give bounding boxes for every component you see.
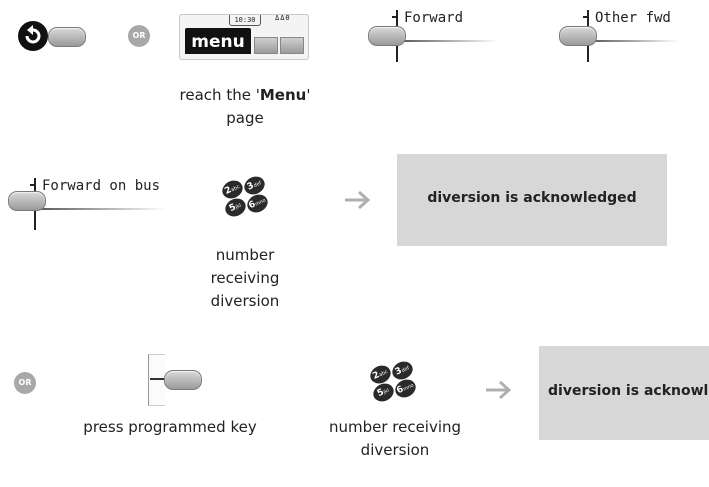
dialpad-key: 6mno [244, 191, 271, 216]
softkey-other-fwd-label: Other fwd [595, 10, 671, 26]
other-fwd-key[interactable] [559, 26, 597, 46]
dialpad-key: 5jkl [370, 380, 397, 405]
menu-caption: reach the 'Menu' page [179, 86, 311, 127]
programmed-key[interactable] [148, 354, 206, 406]
programmed-key-caption: press programmed key [83, 418, 257, 436]
back-button[interactable] [18, 21, 48, 51]
screen-status-icons: ΔΔΘ [275, 14, 291, 22]
menu-tab[interactable]: menu [185, 28, 251, 54]
dialpad-key: 2abc [219, 177, 246, 202]
programmed-key-button[interactable] [164, 370, 202, 390]
forward-key[interactable] [368, 26, 406, 46]
or-badge: OR [128, 25, 150, 47]
dialpad-icon[interactable]: 2abc 3def 5jkl 6mno [367, 358, 419, 408]
softkey-forward-on-bus-label: Forward on bus [42, 178, 161, 194]
arrow-right-icon [345, 190, 371, 210]
dialpad-key: 5jkl [222, 195, 249, 220]
dialpad-caption: number receiving diversion [328, 418, 462, 459]
softkey-forward-label: Forward [404, 10, 464, 26]
dialpad-key: 2abc [367, 362, 394, 387]
back-key[interactable] [48, 27, 86, 47]
dialpad-key: 3def [389, 358, 416, 383]
dialpad-caption: number receiving diversion [210, 246, 280, 310]
diversion-acknowledged-box: diversion is acknowledged [539, 346, 709, 440]
dialpad-icon[interactable]: 2abc 3def 5jkl 6mno [219, 173, 271, 223]
forward-on-bus-key[interactable] [8, 191, 46, 211]
or-badge: OR [14, 372, 36, 394]
screen-time: 10:30 [229, 15, 261, 26]
screen-softkey[interactable] [280, 37, 304, 54]
arrow-right-icon [486, 380, 512, 400]
dialpad-key: 3def [241, 173, 268, 198]
diversion-acknowledged-box: diversion is acknowledged [397, 154, 667, 246]
phone-screen: 10:30 ΔΔΘ menu [179, 14, 309, 60]
back-arrow-icon [25, 25, 41, 44]
screen-softkey[interactable] [254, 37, 278, 54]
dialpad-key: 6mno [392, 376, 419, 401]
